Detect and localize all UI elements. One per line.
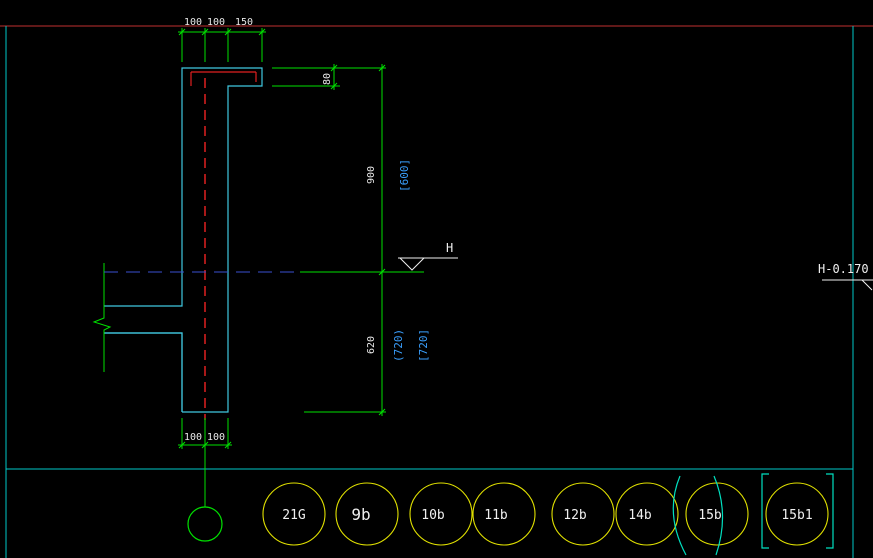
- marker-15b[interactable]: 15b: [685, 475, 749, 556]
- wall-section-outline: [104, 67, 263, 413]
- top-dim-text-1: 100: [184, 17, 202, 28]
- bottom-dimension-chain: 100 100: [178, 418, 232, 449]
- svg-text:9b: 9b: [351, 505, 370, 524]
- top-dim-text-3: 150: [235, 17, 253, 28]
- marker-14b[interactable]: 14b: [615, 475, 687, 556]
- cap-dimension: 80: [272, 64, 340, 90]
- cap-dim-text: 80: [322, 73, 333, 85]
- svg-text:21G: 21G: [282, 508, 306, 523]
- marker-9b[interactable]: 9b: [335, 482, 399, 546]
- bottom-dim-text-2: 100: [207, 432, 225, 443]
- svg-text:15b1: 15b1: [781, 508, 812, 523]
- svg-text:14b: 14b: [628, 508, 652, 523]
- marker-21g[interactable]: 21G: [262, 482, 326, 546]
- svg-text:11b: 11b: [484, 508, 508, 523]
- level-right-text: H-0.170: [818, 262, 869, 276]
- top-dim-text-2: 100: [207, 17, 225, 28]
- svg-text:10b: 10b: [421, 508, 445, 523]
- rebar-group: [190, 71, 257, 420]
- bottom-dim-text-1: 100: [184, 432, 202, 443]
- section-arc-left: [672, 475, 687, 556]
- axis-bubble[interactable]: [187, 506, 223, 542]
- slab-break-line: [92, 263, 112, 372]
- lower-height-text: 620: [366, 336, 377, 354]
- marker-row: 21G 9b 10b 11b 12b 14b 15b: [262, 473, 834, 556]
- level-h-text: H: [446, 241, 453, 255]
- svg-text:12b: 12b: [563, 508, 587, 523]
- bracket-left: [761, 473, 769, 549]
- lower-alt-text-1: (720): [392, 329, 405, 362]
- lower-alt-text-2: [720]: [417, 329, 430, 362]
- top-dimension-chain: 100 100 150: [178, 17, 266, 62]
- marker-10b[interactable]: 10b: [409, 482, 473, 546]
- marker-11b[interactable]: 11b: [472, 482, 536, 546]
- svg-text:15b: 15b: [698, 508, 722, 523]
- section-arc-right: [713, 475, 724, 556]
- bracket-right: [826, 473, 834, 549]
- level-marker-h: H: [104, 241, 458, 273]
- marker-15b1[interactable]: 15b1: [761, 473, 834, 549]
- level-marker-right: H-0.170: [818, 262, 873, 291]
- upper-height-text: 900: [366, 166, 377, 184]
- wall-outline: [104, 332, 183, 412]
- height-dimension: 900 [600] 620 (720) [720]: [304, 64, 430, 416]
- upper-alt-text: [600]: [398, 159, 411, 192]
- marker-12b[interactable]: 12b: [551, 482, 615, 546]
